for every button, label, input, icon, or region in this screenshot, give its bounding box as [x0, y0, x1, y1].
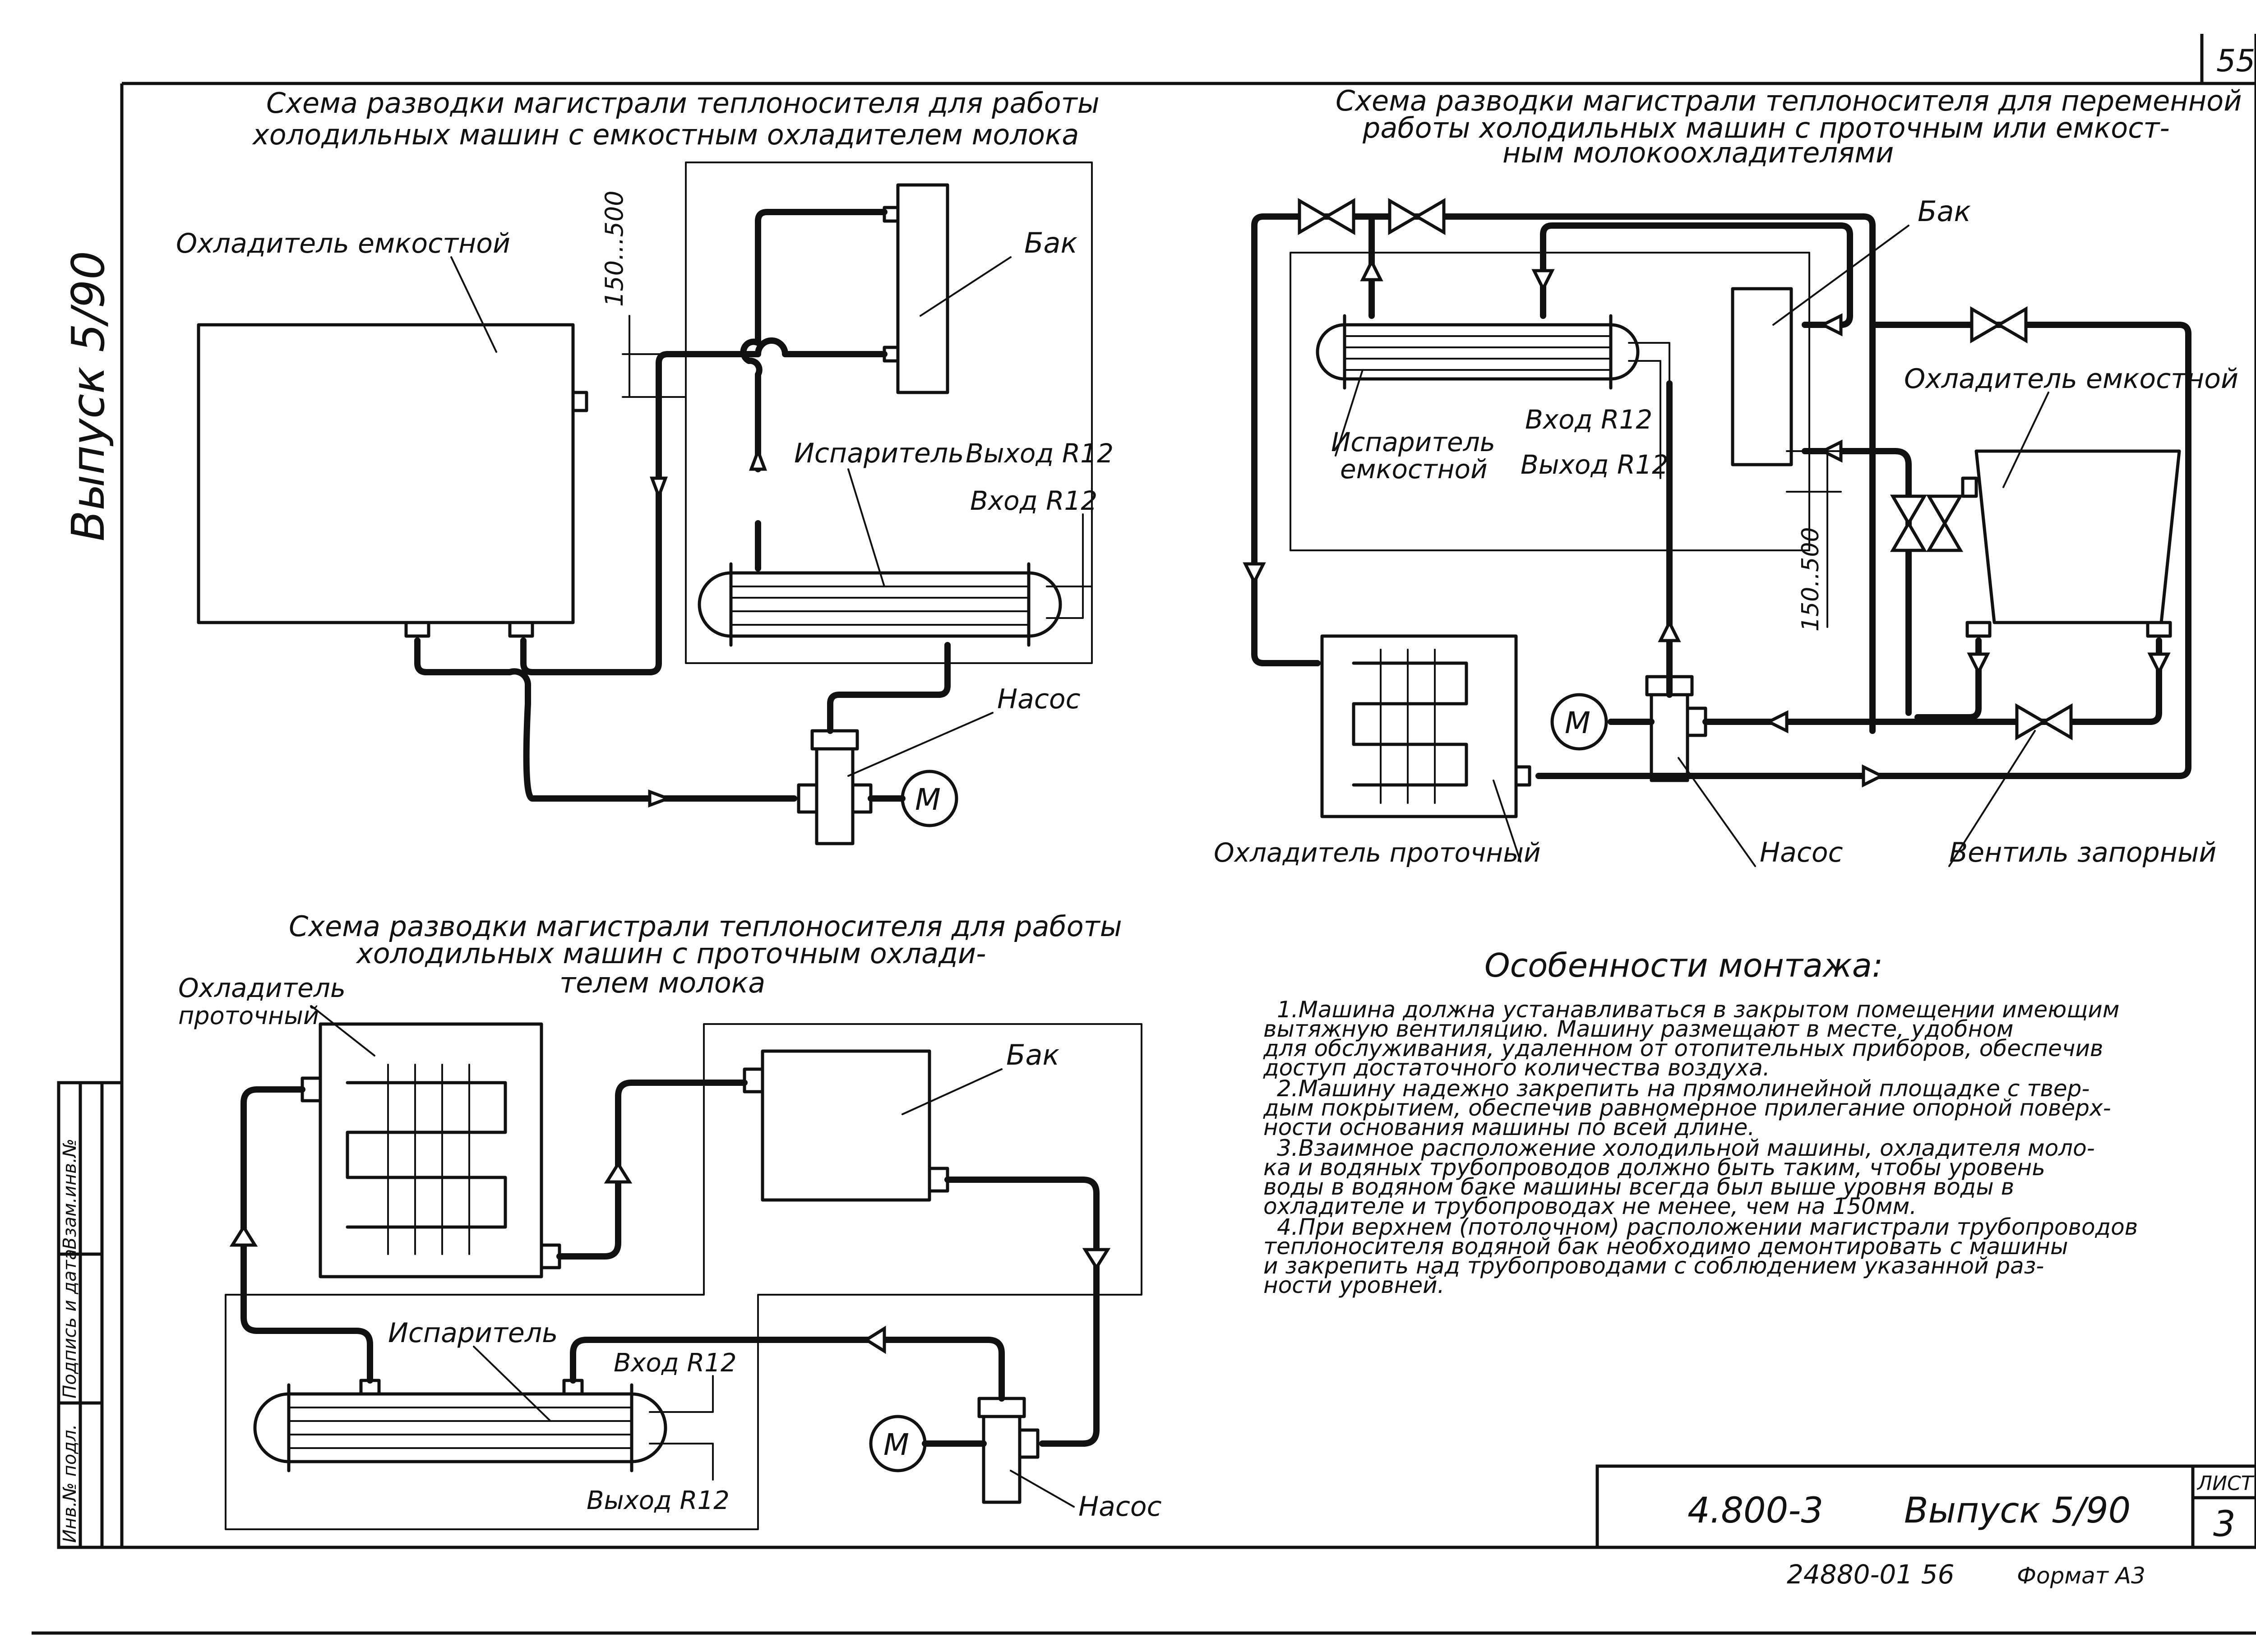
scheme-2-machine-outline — [1290, 252, 1810, 551]
title-issue: Выпуск 5/90 — [1904, 1490, 2131, 1531]
scheme-1-label-in: Вход R12 — [970, 485, 1097, 516]
scheme-1-label-cooler: Охладитель емкостной — [176, 228, 510, 259]
note-line: для обслуживания, удаленном от отопитель… — [1263, 1035, 2103, 1061]
stamp-col-1: Инв.№ подл. — [60, 1424, 80, 1543]
scheme-1-water-tank — [896, 183, 949, 394]
scheme-3-label-in: Вход R12 — [614, 1348, 737, 1378]
left-stamp: Инв.№ подл. Подпись и дата Взам.инв.№ — [57, 1081, 124, 1549]
scheme-1-dimension: 150...500 — [600, 190, 629, 307]
scheme-alternating: Схема разводки магистрали теплоносителя … — [1214, 84, 2242, 868]
scheme-tank-cooler: Схема разводки магистрали теплоносителя … — [176, 87, 1114, 845]
scheme-2-water-tank — [1731, 287, 1793, 466]
scheme-3-machine-outline — [225, 1023, 1142, 1530]
scheme-1-pump: М — [797, 729, 958, 845]
note-line: и закрепить над трубопроводами с соблюде… — [1263, 1253, 2044, 1279]
scheme-2-dimension: 150..500 — [1797, 527, 1824, 632]
scheme-3-label-cooler-1: Охладитель — [178, 973, 346, 1003]
scheme-3-label-evaporator: Испаритель — [388, 1317, 558, 1349]
format-label: Формат А3 — [2017, 1563, 2145, 1589]
scheme-2-label-valve: Вентиль запорный — [1949, 837, 2216, 868]
scheme-2-label-tank-cooler: Охладитель емкостной — [1904, 363, 2238, 395]
page-number: 55 — [2216, 43, 2256, 79]
scheme-2-title-line-1: Схема разводки магистрали теплоносителя … — [1336, 84, 2242, 117]
note-line: 3.Взаимное расположение холодильной маши… — [1277, 1135, 2095, 1161]
scheme-3-label-out: Выход R12 — [587, 1486, 730, 1515]
scheme-1-label-out: Выход R12 — [966, 438, 1114, 469]
note-line: доступ достаточного количества воздуха. — [1263, 1055, 1770, 1081]
scheme-3-title-line-3: телем молока — [559, 966, 765, 999]
note-line: ности основания машины по всей длине. — [1263, 1114, 1755, 1140]
scheme-2-title-line-3: ным молокоохладителями — [1502, 136, 1894, 169]
scheme-2-pump: М — [1550, 675, 1707, 782]
scheme-2-label-evaporator-1: Испаритель — [1331, 427, 1495, 457]
note-line: 4.При верхнем (потолочном) расположении … — [1277, 1214, 2138, 1240]
sheet-number: 3 — [2213, 1504, 2236, 1545]
scheme-2-label-evaporator-2: емкостной — [1340, 454, 1488, 485]
stamp-col-2: Подпись и дата — [60, 1249, 80, 1398]
note-line: вытяжную вентиляцию. Машину размещают в … — [1263, 1016, 2014, 1042]
scheme-2-tank-cooler — [1974, 449, 2181, 624]
scheme-3-label-pump: Насос — [1078, 1491, 1162, 1523]
scheme-2-flow-cooler — [1320, 634, 1531, 818]
note-line: дым покрытием, обеспечив равномерное при… — [1263, 1095, 2111, 1121]
scheme-2-motor-label: М — [1565, 706, 1590, 740]
note-line: воды в водяном баке машины всегда был вы… — [1263, 1174, 2014, 1200]
scheme-2-evaporator — [1316, 314, 1640, 390]
installation-notes: Особенности монтажа: 1.Машина должна уст… — [1263, 946, 2138, 1298]
side-issue-label: Выпуск 5/90 — [62, 251, 115, 541]
title-code: 4.800-3 — [1687, 1490, 1823, 1531]
scheme-1-tank-cooler — [197, 323, 575, 624]
scheme-2-label-out: Выход R12 — [1521, 449, 1669, 480]
note-line: теплоносителя водяной бак необходимо дем… — [1263, 1233, 2068, 1260]
scheme-1-label-pump: Насос — [997, 683, 1081, 715]
scheme-flow-cooler: Схема разводки магистрали теплоносителя … — [178, 910, 1162, 1530]
notes-heading: Особенности монтажа: — [1484, 946, 1883, 984]
scheme-3-flow-cooler — [300, 1022, 561, 1278]
sheet-frame: 55 Выпуск 5/90 — [32, 34, 2256, 1635]
scheme-2-label-tank: Бак — [1918, 195, 1971, 228]
scheme-3-water-tank — [761, 1049, 931, 1202]
archive-number: 24880-01 56 — [1787, 1559, 1954, 1590]
scheme-3-title-line-2: холодильных машин с проточным охлади- — [356, 937, 986, 970]
scheme-2-valves — [1298, 198, 2073, 741]
sheet-label: ЛИСТ — [2196, 1472, 2255, 1495]
scheme-2-title-line-2: работы холодильных машин с проточным или… — [1362, 111, 2170, 144]
title-block: 4.800-3 Выпуск 5/90 ЛИСТ 3 24880-01 56 Ф… — [1595, 1464, 2256, 1590]
scheme-3-motor-label: М — [883, 1427, 909, 1462]
scheme-3-pump: М — [869, 1397, 1040, 1504]
scheme-1-motor-label: М — [915, 782, 941, 817]
note-line: охладителе и трубопроводах не менее, чем… — [1263, 1193, 1917, 1219]
scheme-3-title-line-1: Схема разводки магистрали теплоносителя … — [289, 910, 1122, 943]
note-line: ка и водяных трубопроводов должно быть т… — [1263, 1154, 2045, 1181]
scheme-1-label-tank: Бак — [1024, 226, 1078, 259]
scheme-2-label-pump: Насос — [1760, 837, 1843, 868]
scheme-2-label-flow-cooler: Охладитель проточный — [1214, 837, 1541, 868]
scheme-1-machine-outline — [685, 162, 1093, 664]
scheme-1-evaporator — [698, 562, 1062, 647]
scheme-2-label-in: Вход R12 — [1525, 404, 1652, 435]
scheme-3-label-tank: Бак — [1006, 1038, 1060, 1071]
note-line: 1.Машина должна устанавливаться в закрыт… — [1277, 997, 2120, 1023]
scheme-1-label-evaporator: Испаритель — [794, 438, 964, 469]
note-line: ности уровней. — [1263, 1272, 1445, 1298]
scheme-3-evaporator — [253, 1379, 667, 1472]
scheme-1-title-line-2: холодильных машин с емкостным охладителе… — [252, 118, 1079, 151]
note-line: 2.Машину надежно закрепить на прямолиней… — [1277, 1075, 2090, 1102]
scheme-1-title-line-1: Схема разводки магистрали теплоносителя … — [266, 87, 1100, 120]
scheme-3-label-cooler-2: проточный — [178, 1001, 319, 1030]
stamp-col-3: Взам.инв.№ — [60, 1139, 80, 1250]
